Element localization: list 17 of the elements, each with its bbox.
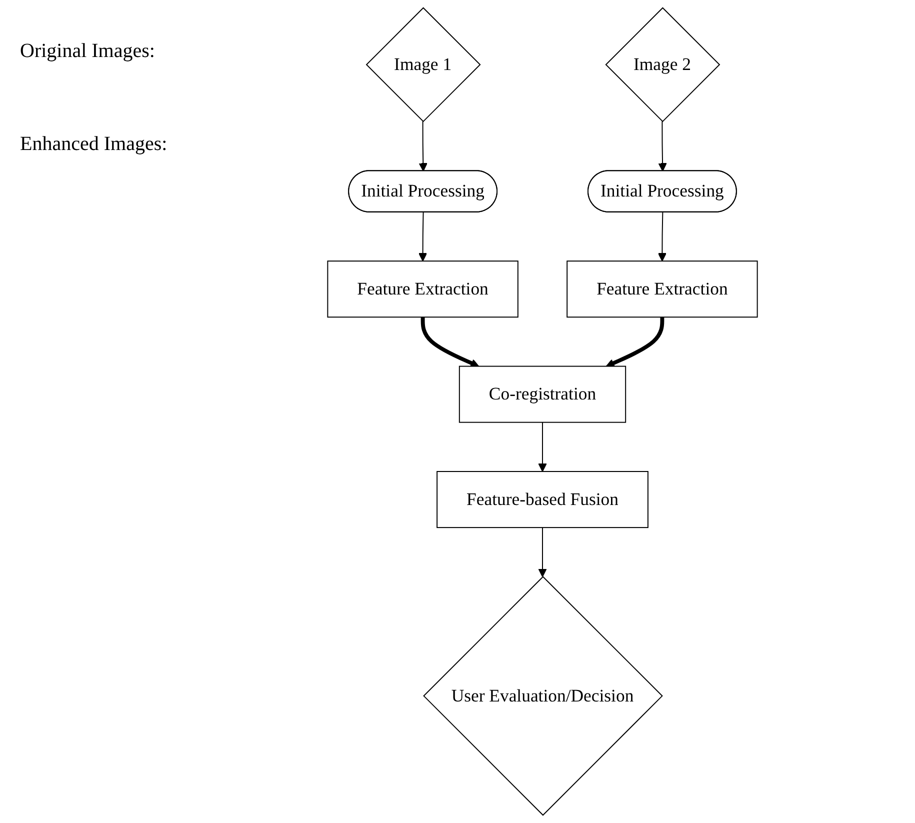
node-box: Co-registration — [458, 366, 626, 423]
arrow — [418, 212, 428, 262]
node-box: Feature-based Fusion — [436, 471, 648, 528]
row-label: Enhanced Images: — [20, 133, 168, 156]
node-box: Feature Extraction — [327, 260, 518, 318]
arrow — [420, 317, 480, 368]
node-diamond: Image 1 — [366, 7, 481, 122]
arrow — [658, 212, 667, 262]
arrow — [606, 317, 664, 368]
arrow — [418, 120, 428, 172]
node-diamond: User Evaluation/Decision — [423, 576, 663, 816]
arrow — [658, 120, 667, 172]
arrow — [538, 422, 547, 472]
node-box: Feature Extraction — [566, 260, 758, 318]
arrow — [538, 527, 547, 578]
node-diamond: Image 2 — [605, 7, 720, 122]
row-label: Original Images: — [20, 40, 155, 63]
